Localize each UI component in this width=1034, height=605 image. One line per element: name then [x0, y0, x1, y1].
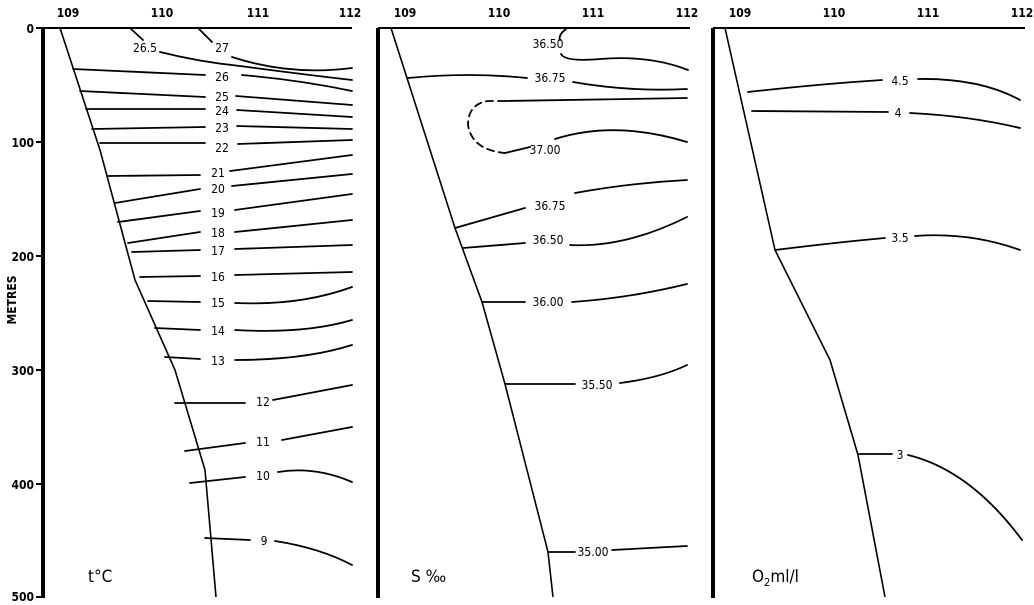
contour-line: [129, 27, 353, 81]
contour-label: 9: [261, 534, 268, 548]
y-axis: 0 100 200 300 400 500 METRES: [5, 22, 45, 604]
contour-label: 24: [215, 104, 229, 118]
contour-line: [131, 244, 353, 253]
contour-line: [751, 110, 1021, 129]
x-tick-label: 112: [676, 6, 699, 20]
y-tick-label: 500: [11, 590, 34, 604]
contour-line: [558, 28, 689, 71]
contour-label: 13: [211, 354, 225, 368]
y-tick-label: 200: [11, 250, 34, 264]
contour-line: [774, 234, 1021, 251]
contour-label: 15: [211, 296, 225, 310]
contour-line: [114, 173, 353, 204]
contour-line: [79, 90, 353, 106]
panel-title-main: O: [752, 567, 764, 587]
contour-line: [117, 193, 353, 223]
contour-label: 10: [256, 469, 270, 483]
x-tick-label: 109: [394, 6, 417, 20]
contour-label: 4.5: [891, 74, 908, 88]
x-tick-label: 112: [339, 6, 362, 20]
contour-line: [91, 125, 353, 130]
contour-label: 35.00: [578, 545, 609, 559]
contour-line: [504, 97, 688, 154]
y-axis-label: METRES: [5, 276, 19, 325]
contour-line: [857, 453, 1023, 541]
x-tick-label: 110: [823, 6, 846, 20]
contour-line: [189, 469, 353, 484]
contour-line: [454, 179, 688, 229]
contour-label: 36.50: [533, 37, 564, 51]
contour-label: 20: [211, 182, 225, 196]
contour-label: 4: [895, 106, 902, 120]
contour-label: 37.00: [530, 143, 561, 157]
contour-line: [462, 216, 688, 249]
panel-salinity: 109 110 111 112 36.50 36.75 37.00 36.75 …: [376, 6, 699, 598]
x-tick-label: 110: [151, 6, 174, 20]
contour-label: 18: [211, 226, 225, 240]
x-tick-label: 111: [582, 6, 605, 20]
contour-label: 26: [215, 70, 229, 84]
x-tick-label: 112: [1011, 6, 1034, 20]
contour-line: [85, 108, 353, 118]
contour-label: 36.00: [533, 295, 564, 309]
contour-line: [147, 286, 353, 305]
panel-temperature: 109 110 111 112 26.5 27 26 25 24 23 22 2…: [43, 6, 362, 598]
seabed-profile: [390, 27, 554, 598]
x-tick-label: 109: [729, 6, 752, 20]
panel-title: S ‰: [411, 567, 446, 587]
seabed-profile: [724, 27, 886, 598]
y-tick-label: 0: [26, 22, 34, 36]
contour-label: 12: [256, 395, 270, 409]
contour-label: 27: [215, 41, 229, 55]
contour-line: [139, 271, 353, 278]
contour-label: 19: [211, 206, 225, 220]
y-tick-label: 300: [11, 364, 34, 378]
contour-label: 36.50: [533, 233, 564, 247]
contour-line: [204, 537, 353, 566]
contour-line: [127, 219, 353, 244]
contour-label: 25: [215, 90, 229, 104]
x-tick-label: 111: [917, 6, 940, 20]
contour-label: 17: [211, 244, 225, 258]
contour-line: [174, 384, 353, 404]
panel-title: t°C: [88, 567, 112, 587]
contour-line: [747, 78, 1021, 101]
x-tick-label: 110: [488, 6, 511, 20]
seabed-profile: [59, 27, 217, 598]
contour-line: [481, 283, 688, 303]
contour-line: [407, 74, 688, 91]
contour-label: 35.50: [582, 378, 613, 392]
contour-label: 21: [211, 166, 225, 180]
contour-line: [504, 364, 688, 385]
contour-line: [197, 27, 353, 72]
contour-line: [547, 545, 688, 553]
contour-line: [164, 344, 353, 361]
contour-label: 3: [897, 448, 904, 462]
contour-label: 36.75: [535, 199, 566, 213]
contour-line-dashed: [467, 100, 506, 154]
panel-title-unit: ml/l: [770, 567, 799, 587]
contour-line: [99, 139, 353, 145]
contour-label: 14: [211, 324, 225, 338]
contour-label: 22: [215, 141, 229, 155]
panel-title-subscript: 2: [764, 576, 770, 589]
contour-label: 16: [211, 270, 225, 284]
panel-title: O2ml/l: [752, 567, 799, 589]
panel-oxygen: 109 110 111 112 4.5 4 3.5 3 O2ml/l: [711, 6, 1034, 598]
contour-label: 26.5: [133, 41, 157, 55]
y-tick-label: 100: [11, 136, 34, 150]
contour-line: [107, 154, 353, 177]
contour-label: 3.5: [891, 231, 908, 245]
contour-label: 23: [215, 121, 229, 135]
y-tick-label: 400: [11, 478, 34, 492]
contour-label: 11: [256, 435, 270, 449]
x-tick-label: 109: [57, 6, 80, 20]
contour-label: 36.75: [535, 71, 566, 85]
x-tick-label: 111: [247, 6, 270, 20]
contour-line: [184, 426, 353, 452]
contour-line: [154, 319, 353, 332]
contour-line: [72, 68, 353, 92]
